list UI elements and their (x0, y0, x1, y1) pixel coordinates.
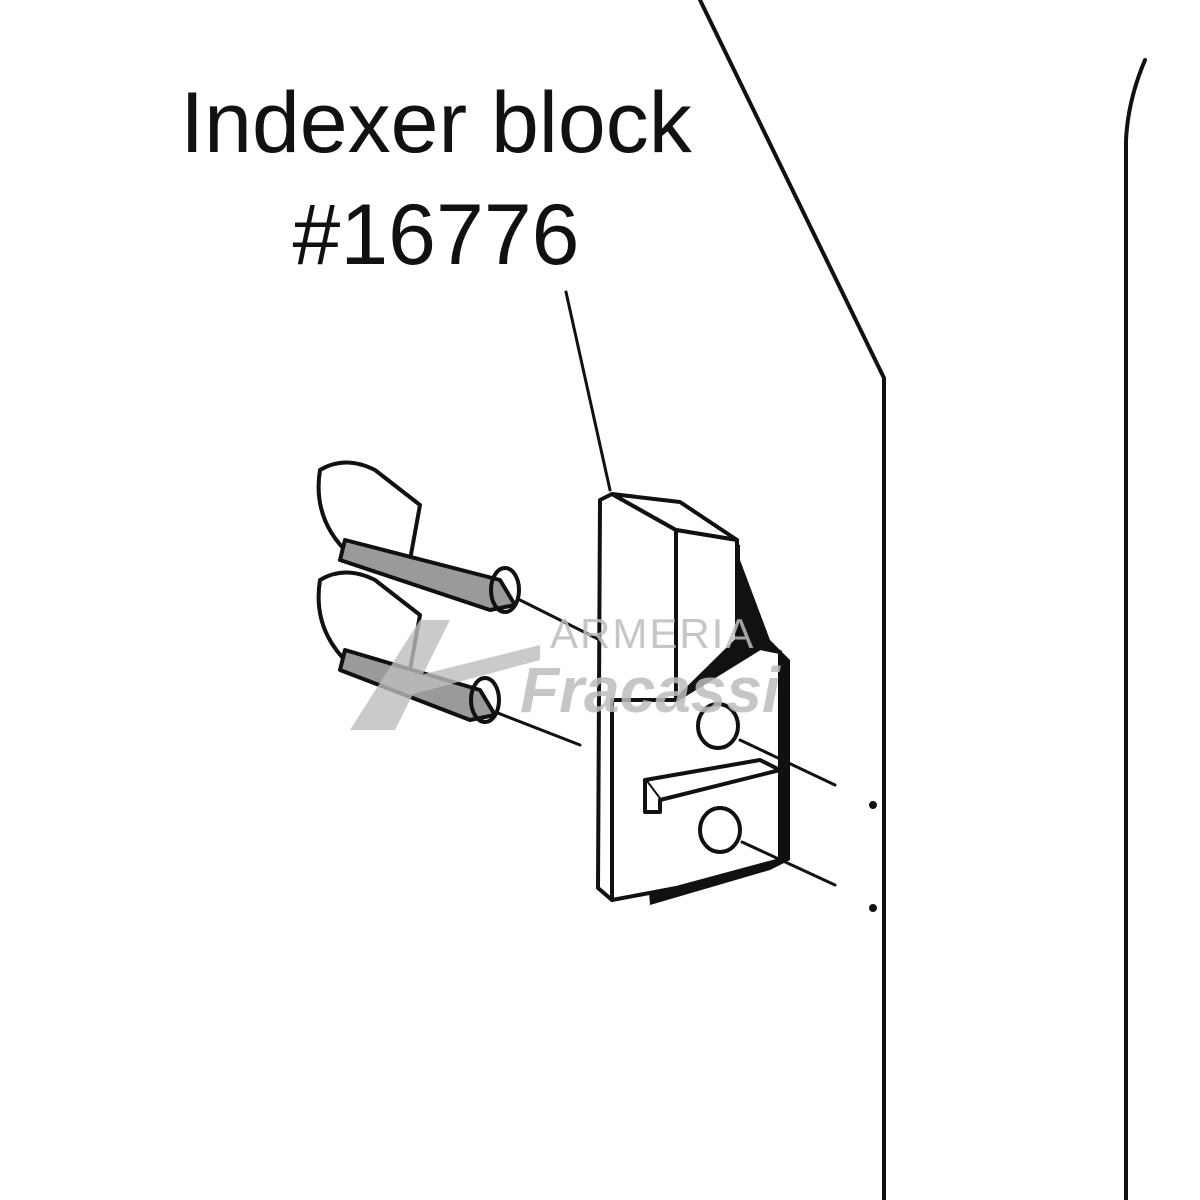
receiver-outline (698, 0, 1147, 1200)
screw-upper (316, 460, 521, 614)
indexer-block-part (596, 492, 790, 905)
reference-dot (869, 801, 877, 809)
watermark-arrow-mark (350, 620, 450, 730)
watermark-word-bottom: Fracassi (520, 654, 781, 726)
watermark-logo: ARMERIA Fracassi (350, 610, 781, 730)
leader-line (564, 290, 612, 492)
part-number-label: #16776 (292, 187, 580, 283)
watermark-word-top: ARMERIA (550, 610, 755, 657)
reference-dot (869, 904, 877, 912)
part-name-label: Indexer block (180, 75, 692, 171)
assembly-lines (488, 598, 837, 887)
